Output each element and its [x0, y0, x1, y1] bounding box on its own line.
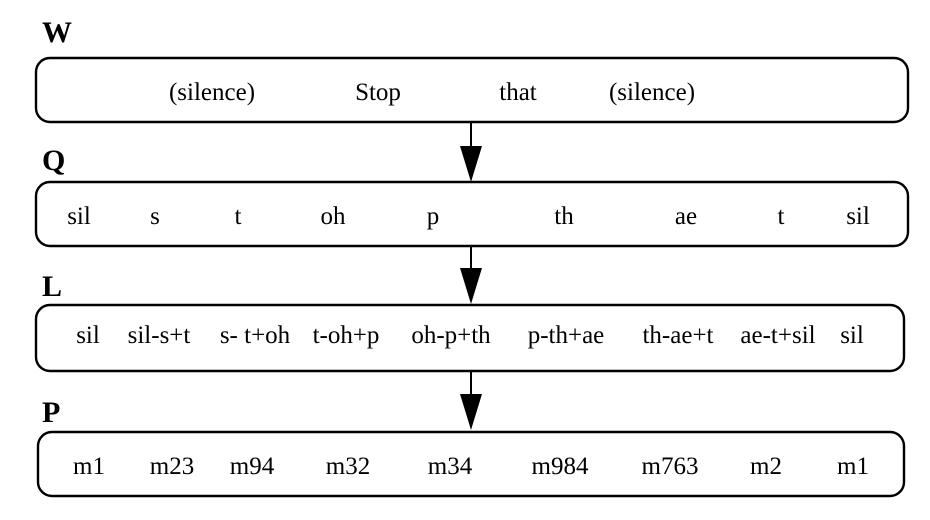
word-level-box	[34, 56, 910, 124]
token-l-6: th-ae+t	[642, 322, 713, 349]
token-q-2: t	[235, 203, 242, 230]
token-q-7: t	[778, 203, 785, 230]
token-q-1: s	[150, 203, 160, 230]
token-q-3: oh	[321, 203, 347, 230]
token-q-8: sil	[846, 203, 870, 230]
token-w-1: Stop	[355, 79, 401, 106]
token-q-4: p	[427, 203, 440, 230]
token-l-1: sil-s+t	[128, 322, 191, 349]
arrow-l-to-p	[460, 371, 482, 430]
token-p-8: m1	[837, 453, 869, 480]
token-p-7: m2	[750, 453, 782, 480]
level-label-l: L	[42, 270, 62, 303]
arrow-q-to-l	[460, 246, 482, 304]
token-w-2: that	[499, 79, 537, 106]
token-q-0: sil	[67, 203, 91, 230]
token-w-3: (silence)	[609, 79, 695, 106]
triphone-tokens: sil sil-s+t s- t+oh t-oh+p oh-p+th p-th+…	[76, 322, 864, 349]
token-p-1: m23	[150, 453, 194, 480]
token-p-6: m763	[642, 453, 699, 480]
token-p-5: m984	[532, 453, 589, 480]
token-p-4: m34	[428, 453, 473, 480]
token-l-5: p-th+ae	[528, 322, 605, 349]
token-p-0: m1	[73, 453, 105, 480]
token-q-5: th	[554, 203, 574, 230]
token-l-4: oh-p+th	[411, 322, 491, 349]
token-q-6: ae	[675, 203, 697, 230]
token-p-3: m32	[326, 453, 370, 480]
token-l-2: s- t+oh	[220, 322, 291, 349]
phone-tokens: sil s t oh p th ae t sil	[67, 203, 870, 230]
model-level-box	[36, 430, 906, 498]
level-label-w: W	[42, 16, 72, 49]
token-w-0: (silence)	[169, 79, 255, 106]
token-l-8: sil	[840, 322, 864, 349]
arrow-w-to-q	[460, 122, 482, 182]
token-p-2: m94	[230, 453, 275, 480]
level-label-p: P	[42, 396, 60, 429]
token-l-3: t-oh+p	[313, 322, 380, 349]
token-l-7: ae-t+sil	[740, 322, 815, 349]
model-tokens: m1 m23 m94 m32 m34 m984 m763 m2 m1	[73, 453, 869, 480]
token-l-0: sil	[76, 322, 100, 349]
level-label-q: Q	[42, 144, 65, 177]
word-tokens: (silence) Stop that (silence)	[169, 79, 695, 106]
